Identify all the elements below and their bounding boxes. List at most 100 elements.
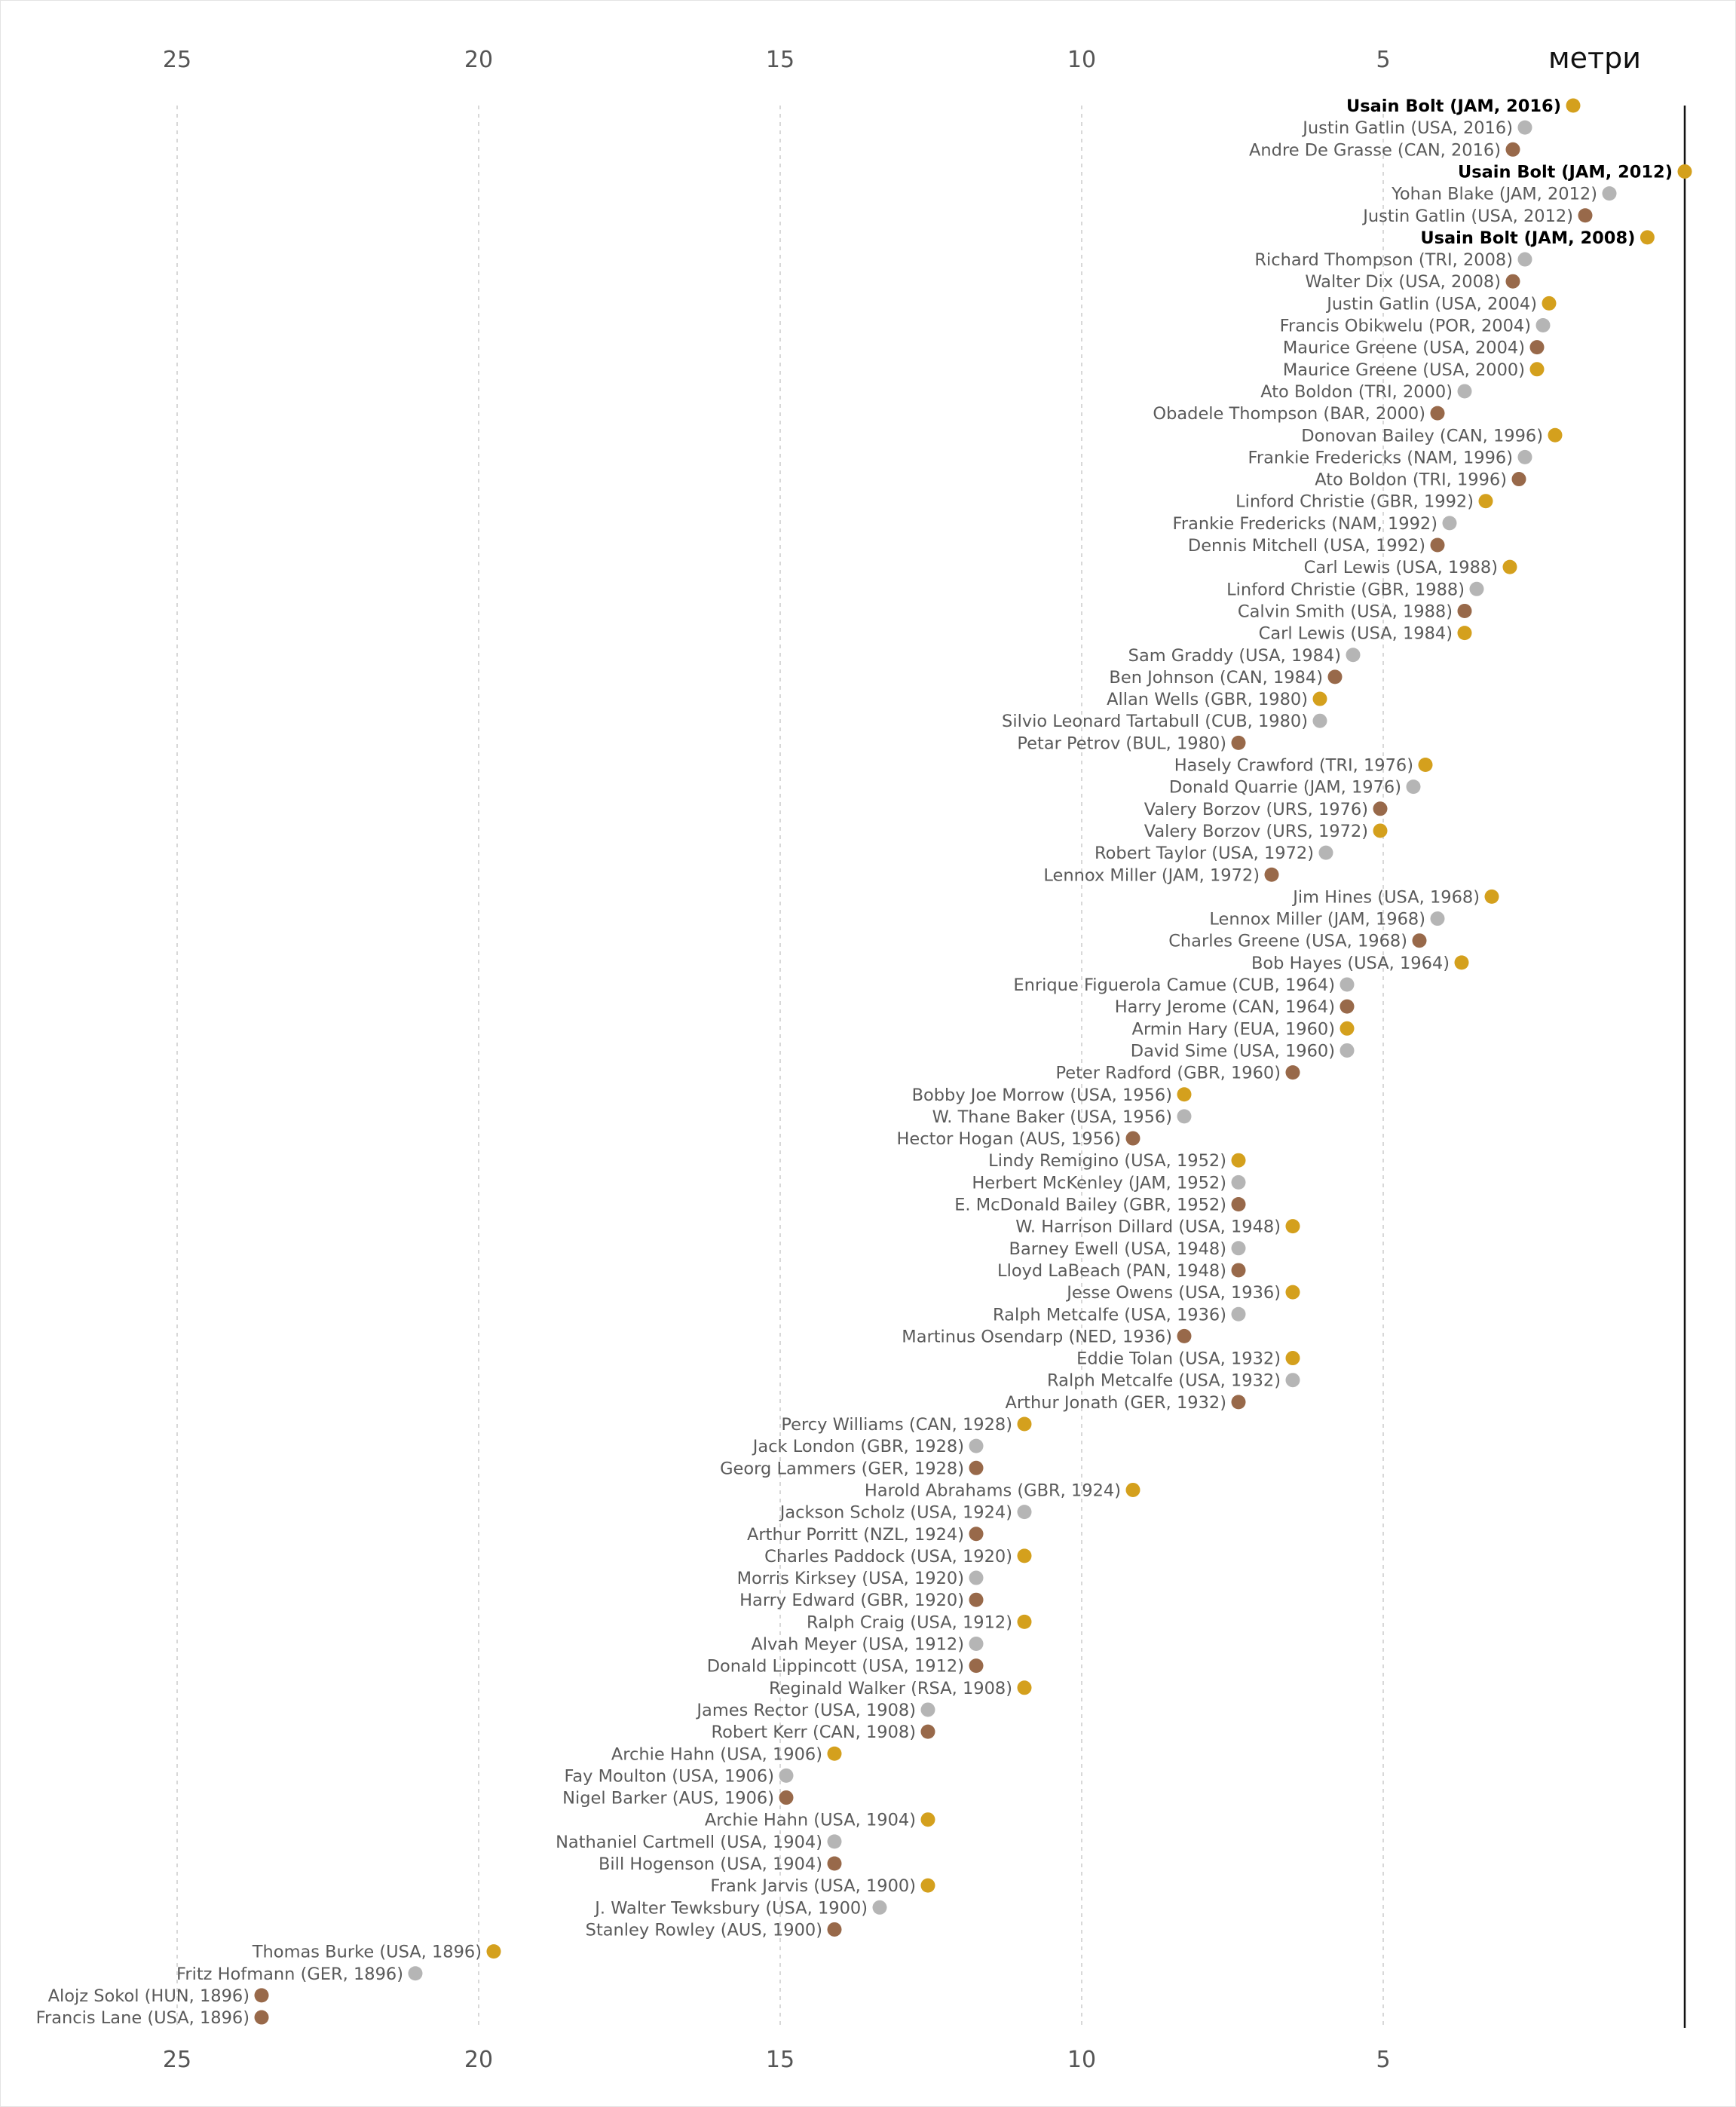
medal-point-bronze <box>1327 669 1343 684</box>
medal-point-gold <box>1478 494 1493 509</box>
athlete-label: Ato Boldon (TRI, 2000) <box>1260 382 1453 402</box>
athlete-label: Carl Lewis (USA, 1984) <box>1259 624 1453 644</box>
athlete-label: Harold Abrahams (GBR, 1924) <box>865 1481 1121 1500</box>
medal-point-bronze <box>1231 1263 1246 1278</box>
athlete-label: Archie Hahn (USA, 1904) <box>705 1811 916 1830</box>
athlete-label: Justin Gatlin (USA, 2016) <box>1301 118 1513 138</box>
medal-point-bronze <box>1231 1395 1246 1410</box>
medal-point-bronze <box>1430 537 1445 553</box>
athlete-label: Bill Hogenson (USA, 1904) <box>599 1854 822 1874</box>
medal-point-gold <box>1566 98 1581 113</box>
athlete-label: Percy Williams (CAN, 1928) <box>781 1415 1012 1435</box>
medal-point-silver <box>1285 1373 1300 1388</box>
athlete-label: Usain Bolt (JAM, 2016) <box>1346 96 1561 116</box>
athlete-label: Sam Graddy (USA, 1984) <box>1128 646 1341 666</box>
athlete-label: Walter Dix (USA, 2008) <box>1305 272 1501 292</box>
medal-point-silver <box>1517 120 1532 135</box>
medal-point-bronze <box>1457 603 1472 618</box>
medal-point-bronze <box>779 1790 794 1805</box>
athlete-label: Georg Lammers (GER, 1928) <box>720 1459 964 1478</box>
medal-point-gold <box>1677 164 1692 179</box>
athlete-label: Stanley Rowley (AUS, 1900) <box>586 1920 822 1940</box>
medal-point-bronze <box>1177 1328 1192 1343</box>
medal-point-gold <box>1017 1614 1032 1629</box>
athlete-label: Hasely Crawford (TRI, 1976) <box>1174 756 1413 776</box>
medal-point-gold <box>1177 1087 1192 1102</box>
medal-point-silver <box>872 1900 887 1915</box>
athlete-label: Enrique Figuerola Camue (CUB, 1964) <box>1013 975 1335 995</box>
gridlines <box>176 106 1384 2028</box>
athlete-label: Herbert McKenley (JAM, 1952) <box>972 1173 1226 1193</box>
medal-point-bronze <box>969 1592 984 1607</box>
medal-point-bronze <box>1285 1065 1300 1080</box>
medal-point-silver <box>1517 252 1532 267</box>
medal-point-bronze <box>1511 472 1526 487</box>
medal-point-silver <box>1602 186 1617 201</box>
medal-point-bronze <box>1529 340 1545 355</box>
athlete-label: Calvin Smith (USA, 1988) <box>1238 602 1453 621</box>
x-tick-label-bottom: 25 <box>163 2047 191 2073</box>
x-tick-label-bottom: 20 <box>464 2047 493 2073</box>
athlete-label: Yohan Blake (JAM, 2012) <box>1391 185 1597 204</box>
athlete-label: Ralph Metcalfe (USA, 1936) <box>993 1305 1226 1325</box>
x-tick-label-top: 15 <box>766 47 795 73</box>
medal-point-gold <box>1285 1219 1300 1234</box>
athlete-label: E. McDonald Bailey (GBR, 1952) <box>954 1196 1226 1215</box>
x-tick-label-top: 20 <box>464 47 493 73</box>
medal-point-bronze <box>1412 933 1427 948</box>
medal-point-gold <box>1125 1482 1140 1497</box>
athlete-label: Donovan Bailey (CAN, 1996) <box>1301 426 1543 446</box>
athlete-label: Charles Paddock (USA, 1920) <box>764 1547 1012 1566</box>
athlete-label: Ato Boldon (TRI, 1996) <box>1315 470 1507 490</box>
athlete-label: Arthur Porritt (NZL, 1924) <box>747 1525 964 1545</box>
medal-point-gold <box>1017 1548 1032 1563</box>
medal-point-gold <box>1418 758 1433 772</box>
athlete-label: Lennox Miller (JAM, 1968) <box>1209 910 1425 929</box>
medal-point-silver <box>1346 648 1361 663</box>
athlete-label: Francis Obikwelu (POR, 2004) <box>1280 317 1531 336</box>
medal-point-silver <box>1517 449 1532 464</box>
athlete-label: Jim Hines (USA, 1968) <box>1291 887 1480 907</box>
athlete-label: Nathaniel Cartmell (USA, 1904) <box>556 1833 822 1852</box>
athlete-label: Harry Jerome (CAN, 1964) <box>1115 997 1335 1017</box>
medal-point-gold <box>1017 1680 1032 1695</box>
medal-point-bronze <box>969 1527 984 1542</box>
medal-point-silver <box>408 1966 423 1981</box>
athlete-label: Frank Jarvis (USA, 1900) <box>710 1876 916 1896</box>
medal-point-silver <box>1430 911 1445 926</box>
medal-point-silver <box>1442 516 1457 531</box>
athlete-label: Hector Hogan (AUS, 1956) <box>896 1129 1121 1149</box>
athlete-label: Justin Gatlin (USA, 2004) <box>1325 294 1537 314</box>
athlete-label: Linford Christie (GBR, 1988) <box>1226 580 1465 599</box>
athlete-label: Fay Moulton (USA, 1906) <box>564 1766 774 1786</box>
athlete-label: Jesse Owens (USA, 1936) <box>1065 1283 1281 1303</box>
athlete-label: Petar Petrov (BUL, 1980) <box>1017 733 1226 753</box>
athlete-label: James Rector (USA, 1908) <box>695 1701 916 1720</box>
medal-point-bronze <box>1373 801 1388 816</box>
medal-point-bronze <box>1505 142 1520 157</box>
athlete-label: Jack London (GBR, 1928) <box>752 1437 964 1456</box>
athlete-label: W. Harrison Dillard (USA, 1948) <box>1015 1217 1281 1237</box>
athlete-label: Martinus Osendarp (NED, 1936) <box>902 1327 1172 1346</box>
athlete-label: Alvah Meyer (USA, 1912) <box>751 1635 964 1655</box>
athlete-label: Frankie Fredericks (NAM, 1996) <box>1248 448 1513 467</box>
medal-point-silver <box>1340 977 1355 992</box>
medal-point-bronze <box>969 1460 984 1475</box>
athlete-label: Bob Hayes (USA, 1964) <box>1251 954 1450 973</box>
medal-point-gold <box>1484 889 1499 904</box>
medal-point-bronze <box>1505 274 1520 289</box>
medal-point-gold <box>1502 559 1517 574</box>
medal-point-gold <box>827 1746 842 1761</box>
medal-point-bronze <box>1125 1131 1140 1146</box>
athlete-label: J. Walter Tewksbury (USA, 1900) <box>593 1898 868 1918</box>
medal-point-gold <box>1529 362 1545 377</box>
medal-point-bronze <box>254 2010 269 2025</box>
x-axis-unit-label: метри <box>1548 41 1641 75</box>
medal-point-silver <box>969 1570 984 1585</box>
medal-point-silver <box>1177 1109 1192 1124</box>
medal-point-silver <box>1469 581 1484 596</box>
medal-point-bronze <box>1264 867 1279 882</box>
medal-point-silver <box>1457 384 1472 399</box>
